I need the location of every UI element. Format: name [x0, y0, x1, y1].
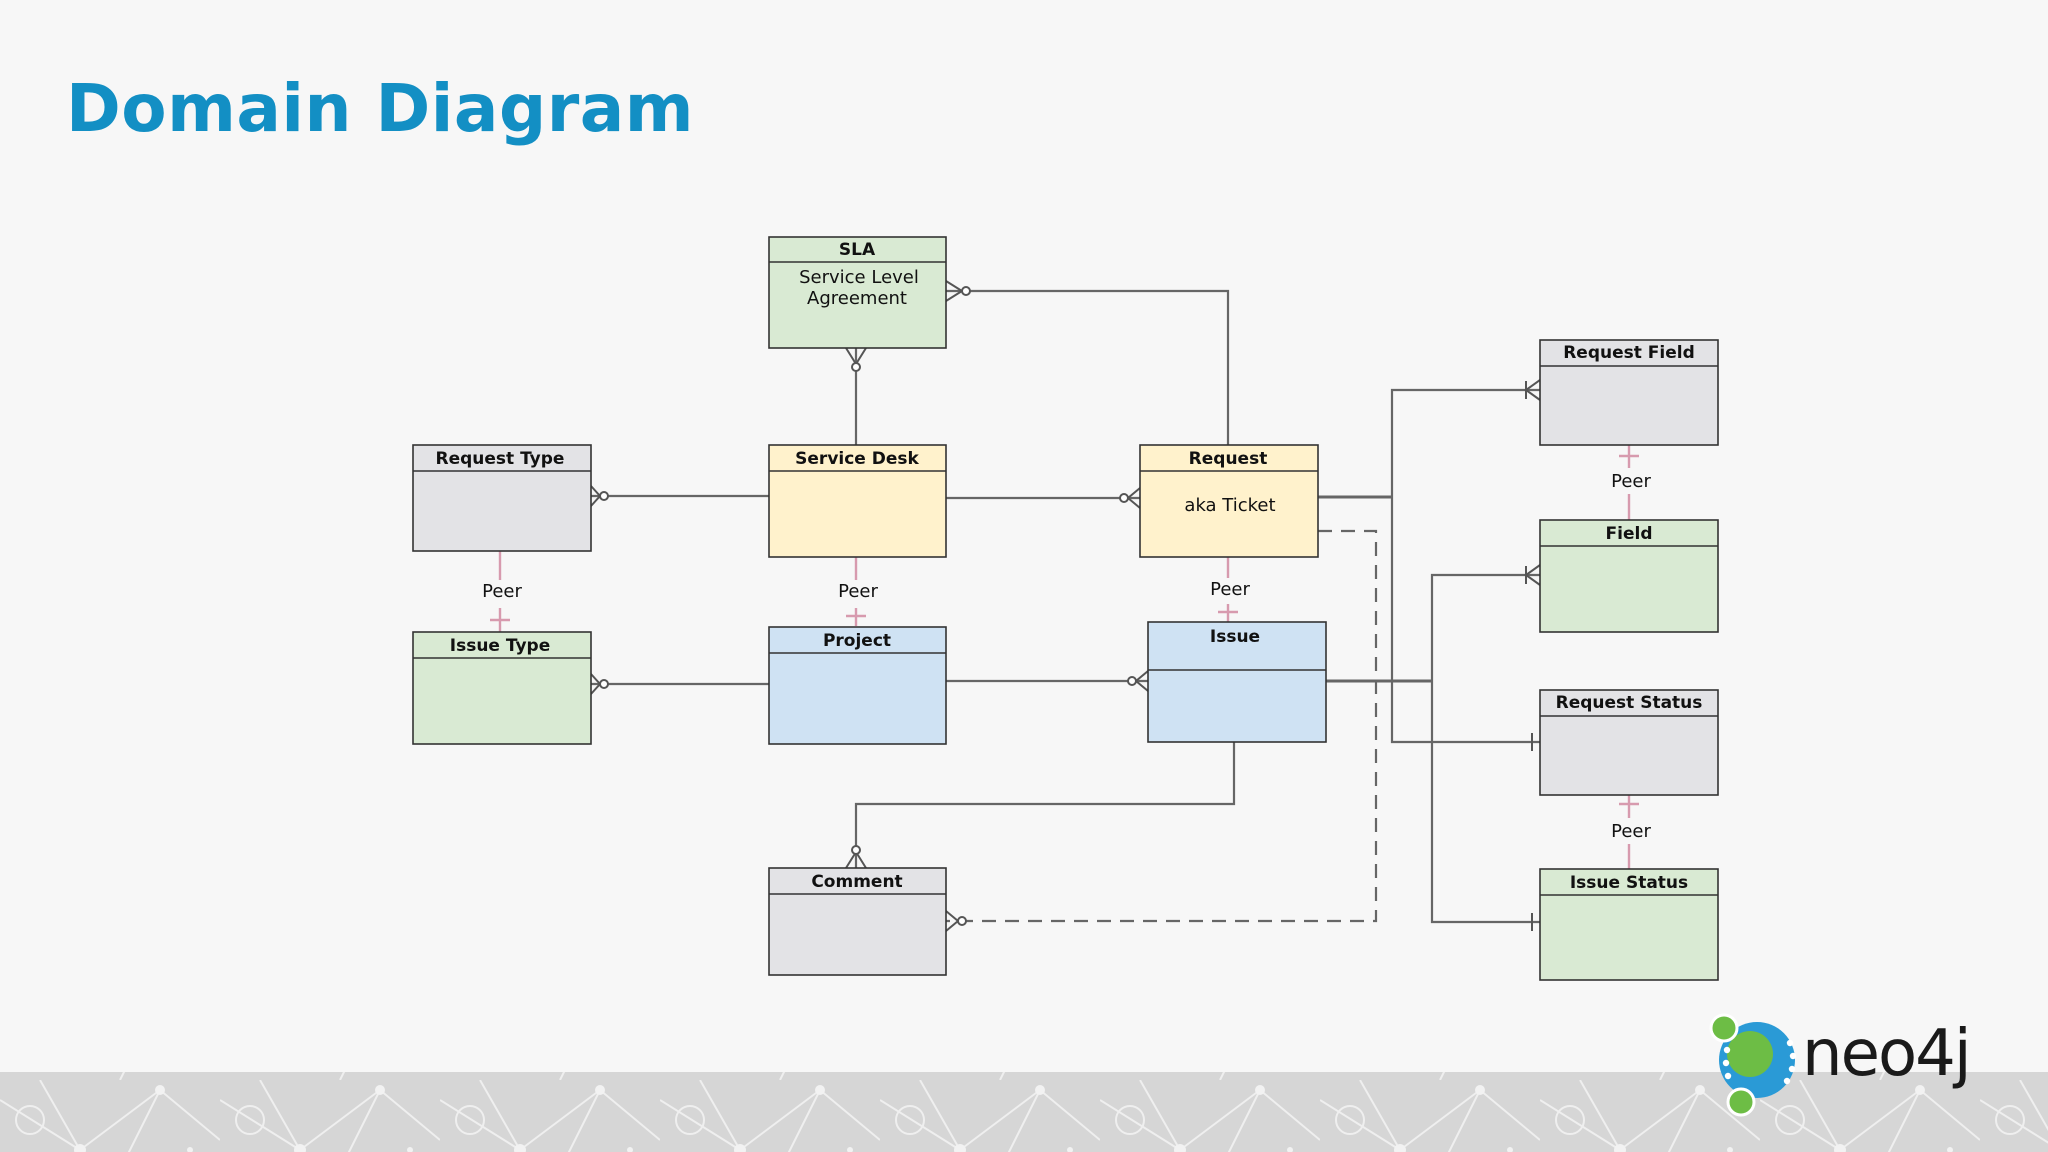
entity-issue-status[interactable]: Issue Status — [1539, 868, 1719, 981]
neo4j-graph-logo-icon — [1709, 1013, 1797, 1117]
relationship-lines — [591, 289, 1540, 924]
entity-issue-status-title: Issue Status — [1570, 873, 1688, 893]
entity-sla-title: SLA — [839, 240, 876, 260]
peer-label-service-desk-project: Peer — [838, 581, 878, 602]
entity-sla[interactable]: SLA Service Level Agreement — [768, 236, 947, 349]
slide-title: Domain Diagram — [66, 70, 695, 147]
footer-network-pattern — [0, 1072, 2048, 1152]
entity-request-type-title: Request Type — [436, 449, 565, 469]
entity-sla-body-line-1: Service Level — [799, 267, 919, 288]
peer-label-request-type-issue-type: Peer — [482, 581, 522, 602]
entity-service-desk-title: Service Desk — [795, 449, 919, 469]
entity-request-body: aka Ticket — [1184, 495, 1275, 516]
entity-project[interactable]: Project — [768, 626, 947, 745]
peer-label-request-field-field: Peer — [1611, 471, 1651, 492]
neo4j-logo-text: neo4j — [1802, 1017, 1970, 1091]
neo4j-logo: neo4j — [1709, 1013, 1972, 1117]
peer-label-request-issue: Peer — [1210, 579, 1250, 600]
peer-labels: Peer Peer Peer Peer Peer — [482, 471, 1651, 842]
cardinality-markers — [590, 280, 1541, 932]
entity-issue-type[interactable]: Issue Type — [412, 631, 592, 745]
entity-service-desk[interactable]: Service Desk — [768, 444, 947, 558]
entity-issue-title: Issue — [1210, 627, 1260, 647]
entity-request-status[interactable]: Request Status — [1539, 689, 1719, 796]
entity-comment-title: Comment — [811, 872, 902, 892]
peer-label-request-status-issue-status: Peer — [1611, 821, 1651, 842]
entity-request-status-title: Request Status — [1556, 693, 1703, 713]
entity-request-field[interactable]: Request Field — [1539, 339, 1719, 446]
entity-field[interactable]: Field — [1539, 519, 1719, 633]
entity-project-title: Project — [823, 631, 891, 651]
entity-sla-body-line-2: Agreement — [807, 288, 907, 309]
entity-request-title: Request — [1189, 449, 1268, 469]
entity-issue[interactable]: Issue — [1147, 621, 1327, 743]
peer-connectors — [490, 445, 1639, 869]
entity-comment[interactable]: Comment — [768, 867, 947, 976]
entity-request-field-title: Request Field — [1563, 343, 1695, 363]
entity-field-title: Field — [1606, 524, 1653, 544]
entity-request[interactable]: Request aka Ticket — [1139, 444, 1319, 558]
entity-issue-type-title: Issue Type — [450, 636, 550, 656]
entity-request-type[interactable]: Request Type — [412, 444, 592, 552]
